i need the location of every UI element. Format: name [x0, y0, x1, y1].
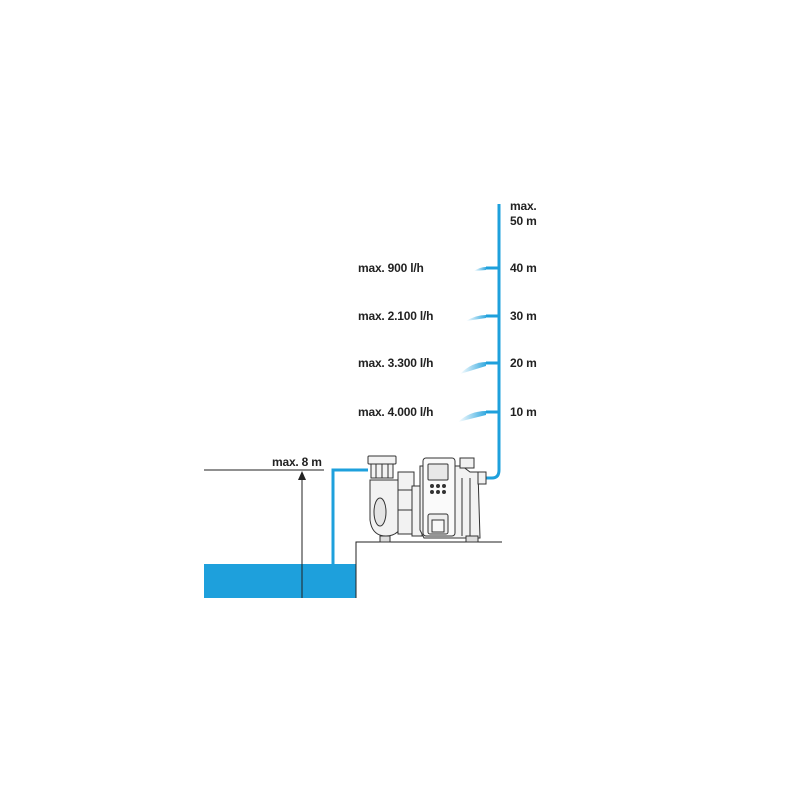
discharge-pipe	[482, 204, 501, 480]
spray-jet-icon	[466, 315, 486, 321]
spray-jet-icon	[460, 362, 486, 374]
ground-outline	[355, 541, 502, 598]
flow-label-900: max. 900 l/h	[358, 261, 424, 275]
spray-jet-icon	[474, 267, 486, 271]
spray-jet-icon	[458, 411, 486, 422]
flow-label-3300: max. 3.300 l/h	[358, 356, 433, 370]
height-label-max-line2: 50 m	[510, 214, 537, 228]
suction-pipe	[331, 468, 368, 598]
water-reservoir	[204, 564, 356, 598]
height-label-40m: 40 m	[510, 261, 537, 275]
flow-label-4000: max. 4.000 l/h	[358, 405, 433, 419]
height-label-20m: 20 m	[510, 356, 537, 370]
height-label-10m: 10 m	[510, 405, 537, 419]
height-label-max-line1: max.	[510, 199, 537, 213]
suction-height-label: max. 8 m	[272, 455, 322, 469]
height-label-30m: 30 m	[510, 309, 537, 323]
garden-pump-icon	[367, 455, 487, 543]
flow-label-2100: max. 2.100 l/h	[358, 309, 433, 323]
arrow-head-icon	[298, 471, 306, 480]
